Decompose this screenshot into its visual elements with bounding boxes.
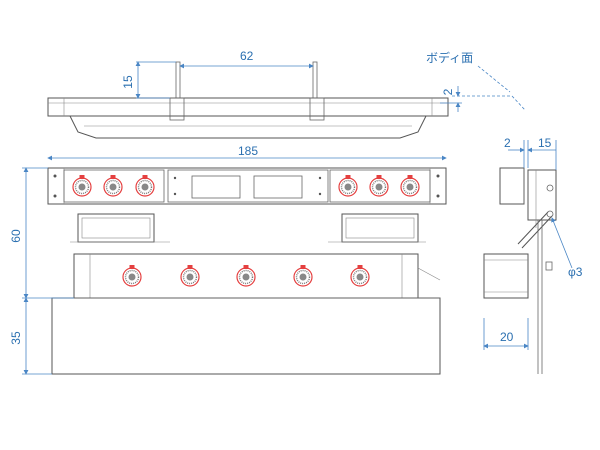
dimension-185: 185 [47,144,447,161]
dim-phi3-label: φ3 [568,265,583,279]
body-surface-label: ボディ面 [426,50,473,65]
dimension-phi3: φ3 [551,217,583,279]
dim-20-label: 20 [500,330,514,344]
lamp-lower-1 [122,264,142,287]
body-surface-reference: 2 ボディ面 [426,50,526,112]
dimension-20: 20 [483,318,529,350]
dim-62-label: 62 [240,49,254,63]
dim-2-side-label: 2 [504,136,511,150]
side-view [483,167,557,374]
lamp-left-2 [103,174,123,197]
dim-2-right-label: 2 [441,88,455,95]
dimension-62: 62 [179,49,314,69]
lamp-lower-3 [236,264,256,287]
dim-15-top-label: 15 [121,75,135,89]
dimension-side-2-15: 2 15 [504,136,557,170]
dimension-35: 35 [9,297,52,375]
front-view [47,167,447,375]
dim-15-side-label: 15 [538,136,552,150]
dim-60-label: 60 [9,229,23,243]
dimension-60: 60 [9,167,74,299]
lamp-right-1 [338,174,358,197]
top-view [47,61,449,139]
lamp-left-1 [72,174,92,197]
dim-35-label: 35 [9,331,23,345]
lamp-left-3 [135,174,155,197]
lamp-lower-5 [350,264,370,287]
lamp-lower-4 [293,264,313,287]
lamp-right-2 [369,174,389,197]
dimension-15-top: 15 [121,61,176,99]
dim-185-label: 185 [238,144,258,158]
lamp-lower-2 [180,264,200,287]
lamp-right-3 [400,174,420,197]
